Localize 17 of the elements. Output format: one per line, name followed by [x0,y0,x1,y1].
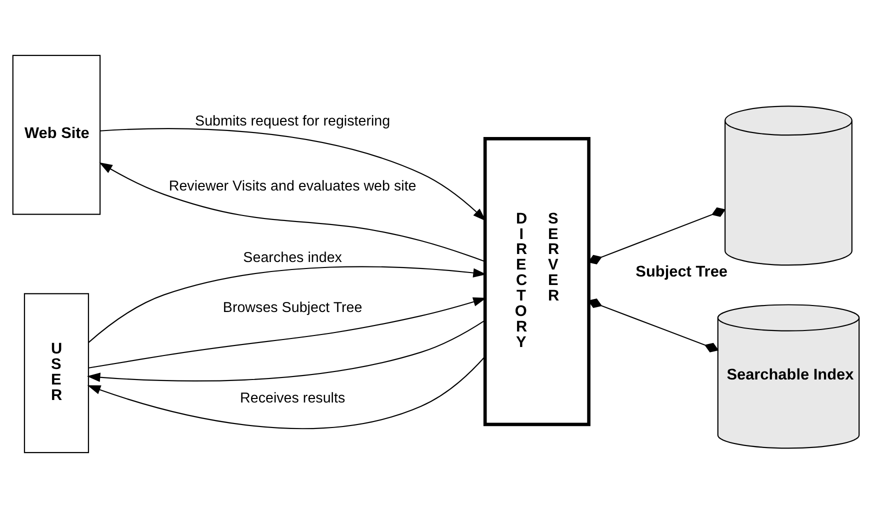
edge-label: Searches index [243,250,342,266]
connector [588,298,719,352]
arrow [100,128,486,221]
edge-label: Browses Subject Tree [222,299,362,316]
connector [588,206,726,264]
arrow [99,162,486,262]
arrow [86,319,486,382]
node-box: DIRECTORY SERVER [483,136,590,426]
edge-label: Submits request for registering [195,112,390,129]
edge-label: Reviewer Visits and evaluates web site [168,178,416,194]
node-label: Subject Tree [636,262,728,280]
node-box: USER [24,292,90,453]
arrow [87,356,486,429]
node-box: Web Site [12,54,101,214]
edge-label: Receives results [240,390,346,406]
arrow [88,296,486,368]
arrow [88,266,486,342]
